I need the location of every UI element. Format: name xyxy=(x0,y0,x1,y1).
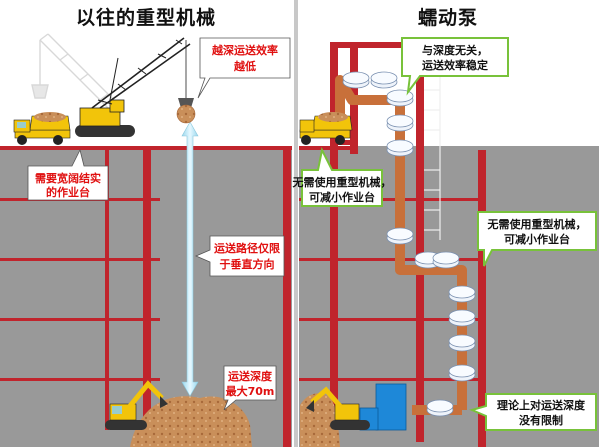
callout-no-heavy-left-line-2: 可减小作业台 xyxy=(309,190,375,204)
callout-no-heavy-left-line-1: 无需使用重型机械， xyxy=(292,175,392,189)
callout-depth-independent: 与深度无关， 运送效率稳定 xyxy=(401,37,509,96)
frame-column-1 xyxy=(330,42,338,432)
callout-platform-line-2: 的作业台 xyxy=(46,185,90,199)
callout-no-heavy-right-line-2: 可减小作业台 xyxy=(504,232,570,246)
strut-left-4 xyxy=(0,378,160,381)
callout-no-heavy-right: 无需使用重型机械， 可减小作业台 xyxy=(477,211,597,267)
callout-unlimited-depth-line-2: 没有限制 xyxy=(519,413,563,427)
dump-truck-left xyxy=(13,112,71,145)
frame-column-3 xyxy=(416,42,424,442)
callout-no-heavy-left: 无需使用重型机械， 可减小作业台 xyxy=(292,146,392,207)
callout-unlimited-depth-line-1: 理论上对运送深度 xyxy=(497,398,586,412)
wall-left xyxy=(283,150,291,447)
callout-depth-line-2: 最大70m xyxy=(226,384,275,398)
left-panel-title: 以往的重型机械 xyxy=(76,6,216,29)
callout-efficiency: 越深运送效率 越低 xyxy=(197,37,291,99)
wall-right xyxy=(478,150,486,447)
dump-truck-right xyxy=(299,112,353,145)
panel-divider xyxy=(294,0,298,447)
callout-route: 运送路径仅限 于垂直方向 xyxy=(194,235,285,277)
callout-platform-line-1: 需要宽阔结实 xyxy=(35,171,101,185)
excavator-left xyxy=(105,380,168,430)
callout-depth-independent-line-2: 运送效率稳定 xyxy=(422,58,488,72)
callout-efficiency-line-1: 越深运送效率 xyxy=(211,43,278,57)
vertical-route-arrow xyxy=(181,121,199,397)
strut-right-1 xyxy=(299,198,479,201)
column-left-1 xyxy=(105,150,109,430)
strut-right-2 xyxy=(299,258,479,261)
strut-right-3 xyxy=(299,318,479,321)
excavator-right xyxy=(306,386,370,430)
callout-route-line-2: 于垂直方向 xyxy=(220,257,275,271)
crane-ghost xyxy=(31,33,119,111)
left-panel: 越深运送效率 越低 需要宽阔结实 的作业台 运送路径仅限 于垂直方向 运送深度 … xyxy=(0,6,292,447)
column-left-2 xyxy=(143,150,151,435)
surface-beam-right xyxy=(299,146,357,150)
callout-no-heavy-right-line-1: 无需使用重型机械， xyxy=(487,217,587,231)
callout-route-line-1: 运送路径仅限 xyxy=(214,241,280,255)
right-panel: 与深度无关， 运送效率稳定 无需使用重型机械， 可减小作业台 无需使用重型机械，… xyxy=(292,7,599,447)
strut-left-3 xyxy=(0,318,160,321)
strut-right-4 xyxy=(299,378,479,381)
strut-left-2 xyxy=(0,258,160,261)
ladder-rungs xyxy=(424,60,441,240)
frame-top-beam xyxy=(330,42,424,48)
surface-beam-left xyxy=(0,146,292,150)
callout-unlimited-depth: 理论上对运送深度 没有限制 xyxy=(469,393,597,431)
callout-depth-line-1: 运送深度 xyxy=(228,369,273,383)
callout-platform: 需要宽阔结实 的作业台 xyxy=(27,148,109,201)
soil-pile-left xyxy=(130,396,252,447)
crawler-crane xyxy=(75,37,196,137)
callout-depth: 运送深度 最大70m xyxy=(223,365,277,411)
callout-efficiency-line-2: 越低 xyxy=(233,59,256,73)
right-panel-title: 蠕动泵 xyxy=(418,7,478,29)
pump-unit xyxy=(359,383,407,431)
callout-depth-independent-line-1: 与深度无关， xyxy=(422,43,488,57)
